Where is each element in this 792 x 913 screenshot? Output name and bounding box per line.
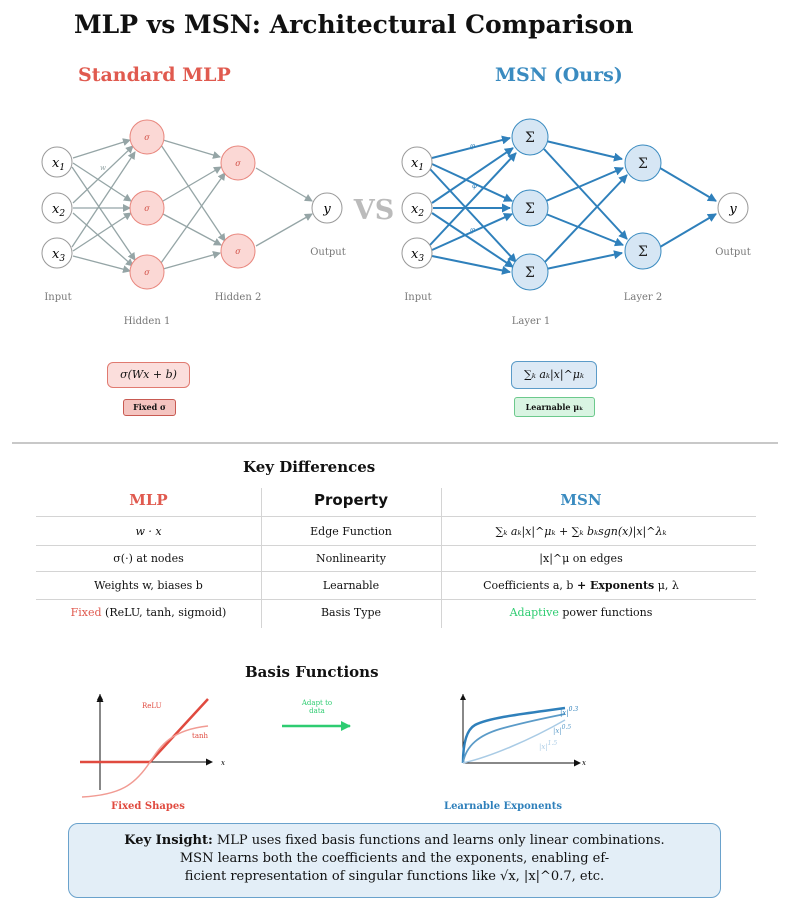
svg-text:|x|0.5: |x|0.5: [553, 724, 571, 735]
mlp-input-label-3: x3: [52, 247, 65, 264]
mlp-output-node: [311, 192, 343, 224]
basis-function-plots: ReLU tanh x Fixed Shapes Adapt to data |…: [80, 694, 586, 812]
msn-input-label-2: x2: [411, 202, 424, 219]
msn-layer1-node: [511, 118, 549, 156]
insight-line-2: MSN learns both the coefficients and the…: [179, 851, 610, 866]
basis-functions-title: Basis Functions: [245, 663, 379, 681]
svg-text:σ: σ: [144, 204, 150, 213]
svg-text:y: y: [322, 202, 331, 217]
msn-edges: [429, 135, 717, 275]
svg-text:σ: σ: [235, 159, 241, 168]
mlp-input-node: [41, 146, 73, 178]
msn-input-node: [401, 192, 433, 224]
svg-text:σ: σ: [235, 247, 241, 256]
table-header-msn: MSN: [560, 491, 602, 509]
svg-text:ReLU: ReLU: [142, 702, 162, 710]
mlp-heading: Standard MLP: [78, 64, 231, 86]
table-hline: [36, 545, 756, 546]
table-header-property: Property: [314, 491, 388, 509]
svg-text:Σ: Σ: [525, 265, 535, 281]
svg-text:φ: φ: [472, 182, 477, 190]
insight-line-3: ficient representation of singular funct…: [184, 869, 605, 884]
mlp-input-nodes: [41, 146, 73, 269]
msn-layer2-node: [624, 232, 662, 270]
svg-text:y: y: [728, 202, 737, 217]
svg-text:Σ: Σ: [638, 244, 648, 260]
mlp-label-hidden1: Hidden 1: [124, 316, 171, 327]
mlp-formula-box: σ(Wx + b): [107, 362, 190, 388]
mlp-label-output: Output: [310, 247, 346, 258]
msn-label-layer2: Layer 2: [624, 292, 663, 303]
table-vline: [441, 488, 442, 628]
mlp-hidden1-node: [129, 254, 165, 290]
tanh-curve: [81, 725, 209, 798]
learnable-exponents-caption: Learnable Exponents: [444, 801, 562, 812]
msn-layer1-node: [511, 253, 549, 291]
svg-text:data: data: [309, 707, 325, 715]
mlp-input-label-2: x2: [52, 202, 65, 219]
mlp-label-input: Input: [44, 292, 71, 303]
mlp-hidden1-node: [129, 119, 165, 155]
mlp-fixed-tag: Fixed σ: [123, 399, 176, 416]
curve-exp-0.3: [461, 706, 566, 764]
key-insight-box: Key Insight: MLP uses fixed basis functi…: [68, 823, 721, 898]
key-differences-title: Key Differences: [243, 458, 376, 476]
mlp-hidden2-node: [220, 233, 256, 269]
msn-layer1-node: [511, 189, 549, 227]
adapt-arrow: Adapt to data: [282, 699, 351, 731]
svg-text:Σ: Σ: [525, 201, 535, 217]
mlp-input-node: [41, 237, 73, 269]
msn-edge-labels: φ φ φ: [470, 142, 477, 234]
msn-hidden-nodes: [511, 118, 662, 291]
mlp-hidden1-node: [129, 190, 165, 226]
mlp-hidden-nodes: [129, 119, 256, 290]
svg-text:x: x: [221, 759, 225, 767]
mlp-edges: [71, 138, 313, 274]
msn-input-label-3: x3: [411, 247, 424, 264]
learnable-exponents-plot: |x|0.3 |x|0.5 |x|1.5 x Learnable Exponen…: [444, 694, 586, 812]
msn-heading: MSN (Ours): [495, 64, 623, 86]
msn-learnable-tag: Learnable μₖ: [514, 397, 595, 417]
msn-input-node: [401, 146, 433, 178]
msn-label-layer1: Layer 1: [512, 316, 551, 327]
svg-text:Σ: Σ: [638, 156, 648, 172]
table-hline: [36, 599, 756, 600]
network-diagrams: w x1 x2 x3 σ σ σ σ σ y Input Hidden 1 Hi…: [41, 118, 751, 327]
svg-text:Σ: Σ: [525, 130, 535, 146]
insight-line-1: Key Insight: MLP uses fixed basis functi…: [124, 833, 665, 848]
table-hline: [36, 516, 756, 517]
section-divider: [12, 442, 778, 444]
svg-text:σ: σ: [144, 133, 150, 142]
msn-label-output: Output: [715, 247, 751, 258]
table-header-mlp: MLP: [129, 491, 168, 509]
mlp-input-node: [41, 192, 73, 224]
msn-label-input: Input: [404, 292, 431, 303]
svg-text:φ: φ: [470, 226, 475, 234]
svg-text:|x|1.5: |x|1.5: [539, 740, 557, 751]
vs-label: VS: [353, 195, 394, 226]
fixed-shapes-caption: Fixed Shapes: [111, 801, 185, 812]
curve-exp-1.5: [462, 719, 566, 764]
fixed-shapes-plot: ReLU tanh x Fixed Shapes: [80, 694, 225, 812]
page-title: MLP vs MSN: Architectural Comparison: [74, 10, 634, 39]
svg-text:Adapt to: Adapt to: [301, 699, 332, 707]
mlp-edge-label: w: [100, 164, 106, 172]
msn-input-nodes: [401, 146, 433, 269]
svg-text:|x|0.3: |x|0.3: [560, 706, 578, 717]
svg-text:φ: φ: [470, 142, 475, 150]
msn-layer2-node: [624, 144, 662, 182]
table-hline: [36, 571, 756, 572]
msn-formula-box: ∑ₖ aₖ|x|^μₖ: [511, 361, 597, 389]
msn-input-node: [401, 237, 433, 269]
mlp-input-label-1: x1: [52, 156, 65, 173]
msn-output-node: [717, 192, 749, 224]
msn-input-label-1: x1: [411, 156, 424, 173]
mlp-label-hidden2: Hidden 2: [215, 292, 262, 303]
curve-exp-0.5: [462, 713, 566, 764]
svg-text:x: x: [582, 759, 586, 767]
svg-text:tanh: tanh: [192, 732, 208, 740]
mlp-hidden2-node: [220, 145, 256, 181]
svg-text:σ: σ: [144, 268, 150, 277]
table-vline: [261, 488, 262, 628]
